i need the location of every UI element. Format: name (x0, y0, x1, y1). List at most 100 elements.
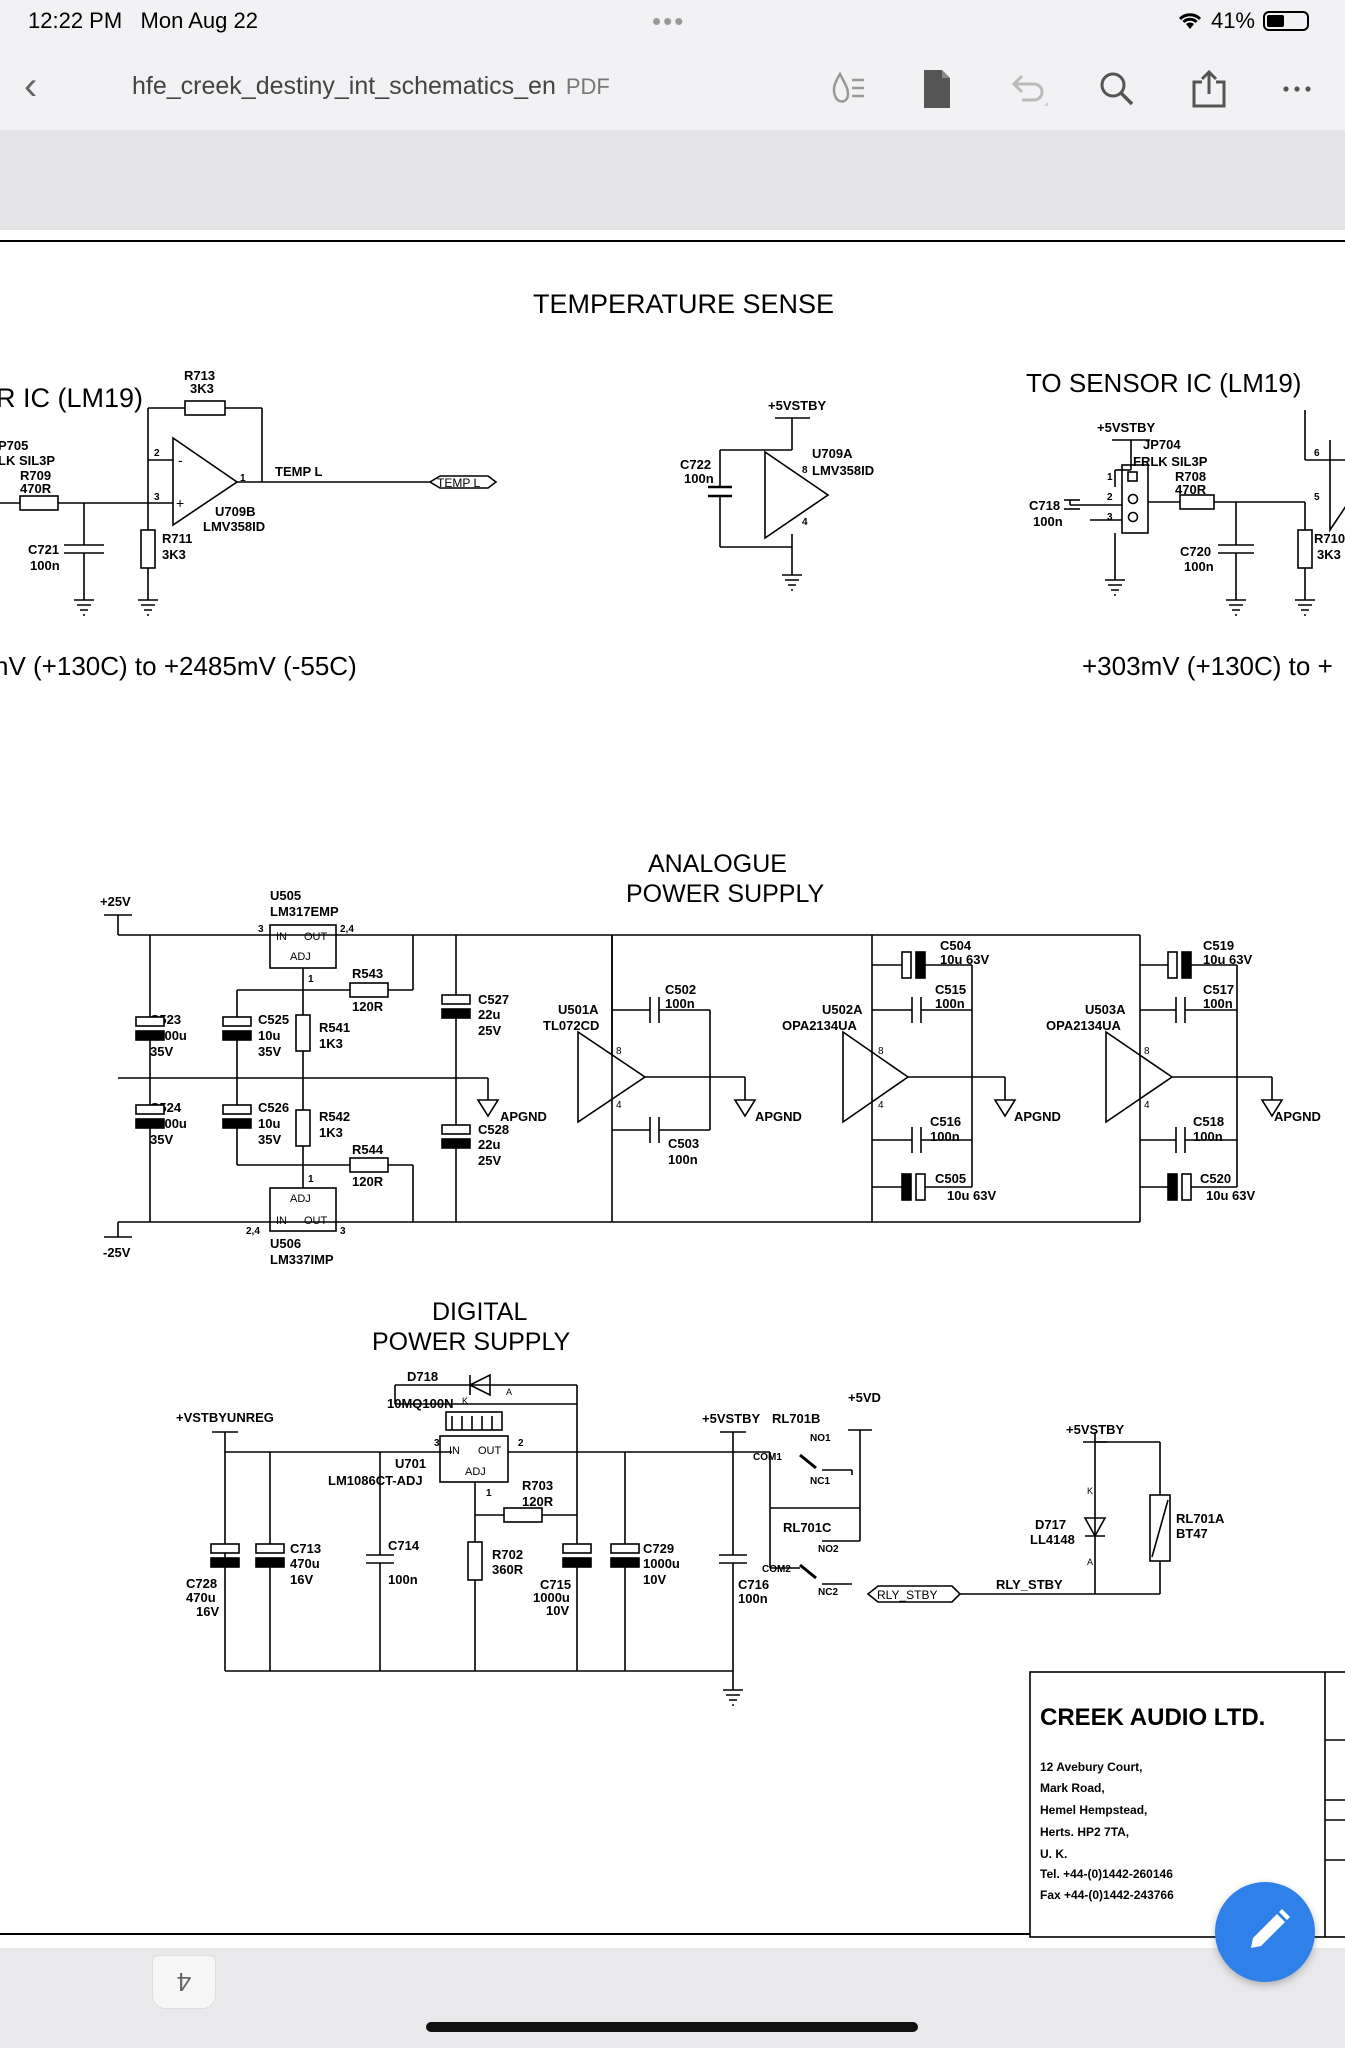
com2-label: COM2 (762, 1564, 791, 1575)
r542-value: 1K3 (319, 1125, 343, 1140)
undo-icon[interactable] (1004, 66, 1050, 112)
jp705-label: P705 (0, 438, 28, 453)
c722-value: 100n (684, 471, 714, 486)
document-icon[interactable] (914, 66, 960, 112)
share-icon[interactable] (1186, 66, 1232, 112)
no2-label: NO2 (818, 1544, 839, 1555)
c527-volt: 25V (478, 1023, 501, 1038)
reading-mode-icon[interactable] (824, 66, 870, 112)
r703-value: 120R (522, 1494, 554, 1509)
c714-value: 100n (388, 1572, 418, 1587)
c729-value: 1000u (643, 1556, 680, 1571)
apgnd-1: APGND (500, 1109, 547, 1124)
svg-text:2: 2 (518, 1438, 524, 1449)
rl701a-part: BT47 (1176, 1526, 1208, 1541)
u506-part: LM337IMP (270, 1252, 334, 1267)
c715-volt: 10V (546, 1603, 569, 1618)
right-range: +303mV (+130C) to + (1082, 651, 1333, 681)
c526-volt: 35V (258, 1132, 281, 1147)
r702-label: R702 (492, 1547, 523, 1562)
c525-volt: 35V (258, 1044, 281, 1059)
status-right: 41% (1177, 8, 1309, 34)
svg-text:6: 6 (1314, 448, 1320, 459)
c520-label: C520 (1200, 1171, 1231, 1186)
c520-value: 10u 63V (1206, 1188, 1255, 1203)
schematic-drawing: TEMPERATURE SENSE R IC (LM19) P705 LK SI… (0, 240, 1345, 1938)
right-sensor-title: TO SENSOR IC (LM19) (1026, 368, 1301, 398)
u709a-label: U709A (812, 446, 853, 461)
temp-l-net: TEMP L (275, 464, 322, 479)
apgnd-4: APGND (1274, 1109, 1321, 1124)
c503-label: C503 (668, 1136, 699, 1151)
jp704-type: FRLK SIL3P (1133, 454, 1208, 469)
opamp-u502a: 84 (842, 935, 1017, 1222)
u505-label: U505 (270, 888, 301, 903)
r711-label: R711 (162, 531, 192, 546)
c503-value: 100n (668, 1152, 698, 1167)
svg-text:2,4: 2,4 (340, 924, 354, 935)
jp704-label: JP704 (1143, 437, 1181, 452)
svg-text:5: 5 (1314, 492, 1320, 503)
unreg-label: +VSTBYUNREG (176, 1410, 274, 1425)
svg-text:2,4: 2,4 (246, 1226, 260, 1237)
left-sensor-title: R IC (LM19) (0, 383, 143, 413)
c716-value: 100n (738, 1591, 768, 1606)
pdf-page: TEMPERATURE SENSE R IC (LM19) P705 LK SI… (0, 230, 1345, 1948)
r702-value: 360R (492, 1562, 524, 1577)
c720-label: C720 (1180, 544, 1211, 559)
u505-part: LM317EMP (270, 904, 339, 919)
d717-part: LL4148 (1030, 1532, 1075, 1547)
svg-text:1: 1 (240, 473, 246, 484)
com1-label: COM1 (753, 1452, 782, 1463)
jp704-supply: +5VSTBY (1097, 420, 1155, 435)
svg-text:3: 3 (154, 492, 160, 503)
r708-value: 470R (1175, 482, 1207, 497)
svg-text:8: 8 (878, 1046, 884, 1057)
opamp-u503a: 84 (1105, 935, 1284, 1222)
c526-label: C526 (258, 1100, 289, 1115)
r711-value: 3K3 (162, 547, 186, 562)
u701-part: LM1086CT-ADJ (328, 1473, 423, 1488)
svg-text:4: 4 (802, 517, 808, 528)
svg-text:1: 1 (1107, 472, 1113, 483)
back-chevron-icon[interactable]: ‹ (24, 64, 38, 108)
c516-label: C516 (930, 1114, 961, 1129)
c524-volt: 35V (150, 1132, 173, 1147)
svg-text:1: 1 (308, 1174, 314, 1185)
u501a-label: U501A (558, 1002, 599, 1017)
u503a-part: OPA2134UA (1046, 1018, 1122, 1033)
c528-label: C528 (478, 1122, 509, 1137)
svg-text:3: 3 (434, 1438, 440, 1449)
c519-value: 10u 63V (1203, 952, 1252, 967)
u505-out: OUT (304, 931, 328, 943)
svg-text:4: 4 (1144, 1100, 1150, 1111)
company-addr5: U. K. (1040, 1847, 1067, 1861)
u701-out: OUT (478, 1445, 502, 1457)
c728-volt: 16V (196, 1604, 219, 1619)
svg-text:2: 2 (154, 448, 160, 459)
c714-label: C714 (388, 1538, 420, 1553)
status-bar: 12:22 PM Mon Aug 22 ••• 41% (0, 0, 1345, 46)
multitasking-dots-icon[interactable]: ••• (652, 6, 686, 36)
left-range: nV (+130C) to +2485mV (-55C) (0, 651, 357, 681)
svg-text:3: 3 (340, 1226, 346, 1237)
apgnd-2: APGND (755, 1109, 802, 1124)
c525-value: 10u (258, 1028, 280, 1043)
page-number-tab[interactable]: 4 (152, 1955, 216, 2009)
search-icon[interactable] (1094, 66, 1140, 112)
svg-text:8: 8 (616, 1046, 622, 1057)
r710-label: R710 (1314, 531, 1345, 546)
u701-in: IN (449, 1445, 460, 1457)
u505-in: IN (276, 931, 287, 943)
company-addr1: 12 Avebury Court, (1040, 1760, 1142, 1774)
rl701a-label: RL701A (1176, 1511, 1225, 1526)
edit-fab-button[interactable] (1215, 1882, 1315, 1982)
more-icon[interactable] (1274, 66, 1320, 112)
p5vstby2-label: +5VSTBY (1066, 1422, 1124, 1437)
home-indicator[interactable] (426, 2022, 918, 2032)
c721-value: 100n (30, 558, 60, 573)
r541-label: R541 (319, 1020, 350, 1035)
r708-label: R708 (1175, 469, 1206, 484)
